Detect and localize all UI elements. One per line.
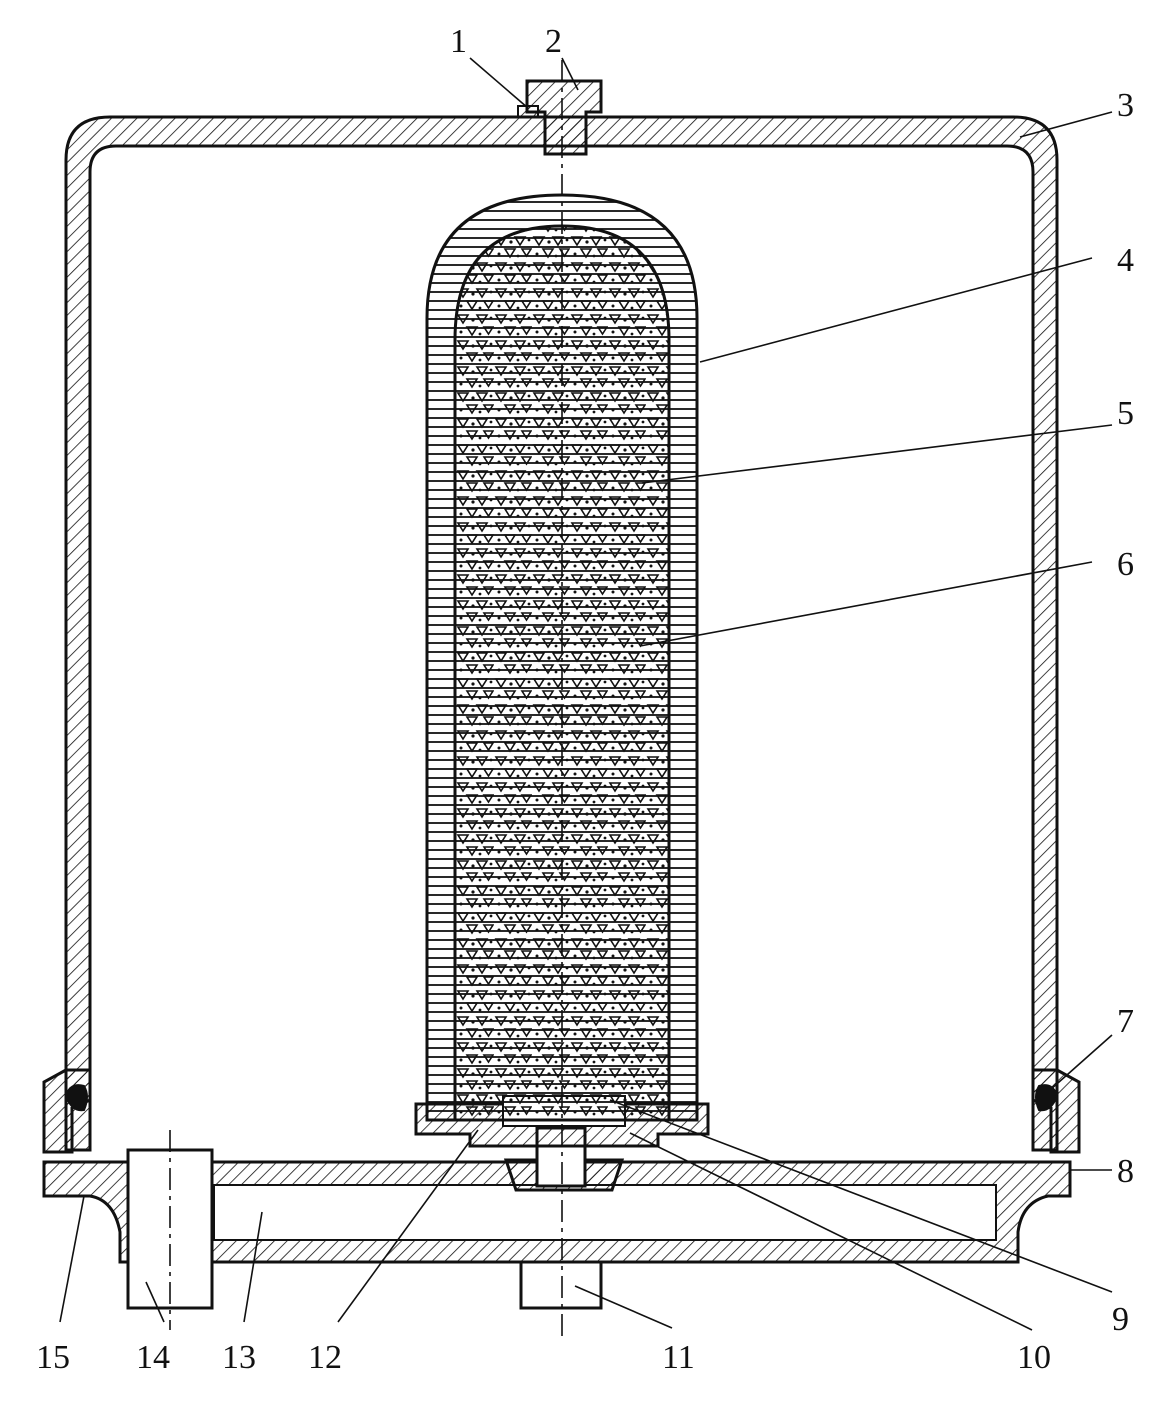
leader-13 bbox=[243, 1211, 263, 1323]
callout-8: 8 bbox=[1117, 1153, 1134, 1190]
callout-10: 10 bbox=[1017, 1339, 1051, 1376]
leader-14 bbox=[145, 1281, 165, 1323]
leader-12 bbox=[337, 1129, 479, 1323]
leader-15 bbox=[59, 1195, 85, 1323]
leader-2 bbox=[561, 57, 579, 91]
top-plug bbox=[525, 79, 603, 156]
leader-11 bbox=[574, 1285, 673, 1329]
outlet-chamber bbox=[213, 1184, 997, 1241]
callout-7: 7 bbox=[1117, 1003, 1134, 1040]
seal-ring-left bbox=[64, 1084, 88, 1112]
callout-14: 14 bbox=[136, 1339, 170, 1376]
leader-6 bbox=[639, 561, 1093, 647]
leader-5 bbox=[641, 424, 1113, 484]
outlet-pipe bbox=[519, 1260, 603, 1310]
leader-9 bbox=[609, 1099, 1113, 1293]
callout-12: 12 bbox=[308, 1339, 342, 1376]
callout-13: 13 bbox=[222, 1339, 256, 1376]
callout-9: 9 bbox=[1112, 1301, 1129, 1338]
leader-10 bbox=[629, 1132, 1033, 1331]
callout-5: 5 bbox=[1117, 395, 1134, 432]
callout-15: 15 bbox=[36, 1339, 70, 1376]
callout-3: 3 bbox=[1117, 87, 1134, 124]
seal-ring-right bbox=[1035, 1084, 1059, 1112]
callout-1: 1 bbox=[450, 23, 467, 60]
leader-3 bbox=[1019, 111, 1113, 138]
leader-7 bbox=[1049, 1034, 1113, 1091]
callout-11: 11 bbox=[662, 1339, 695, 1376]
callout-6: 6 bbox=[1117, 546, 1134, 583]
leader-4 bbox=[699, 257, 1093, 363]
leader-1 bbox=[469, 57, 529, 109]
callout-4: 4 bbox=[1117, 242, 1134, 279]
callout-2: 2 bbox=[545, 23, 562, 60]
